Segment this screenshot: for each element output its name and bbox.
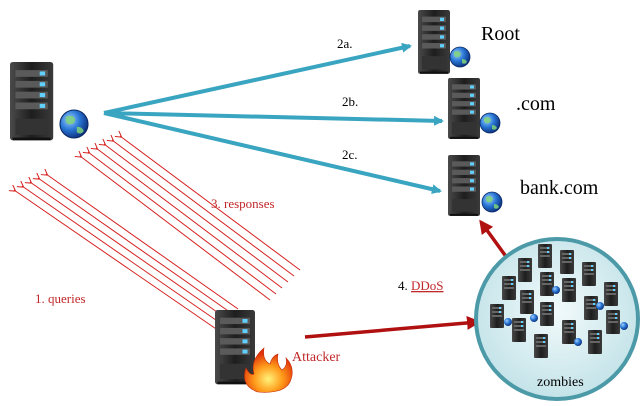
server-globe-icon xyxy=(10,62,89,141)
step-2a-arrow xyxy=(103,42,412,115)
zombies-label: zombies xyxy=(537,375,584,390)
zombies-cluster: zombies xyxy=(474,237,640,401)
bank-label: bank.com xyxy=(520,177,599,199)
step-4-label: 4. DDoS xyxy=(398,278,444,293)
com-label: .com xyxy=(516,93,556,115)
server-globe-icon xyxy=(448,78,501,139)
server-globe-icon xyxy=(448,155,503,216)
server-globe-icon xyxy=(418,10,471,74)
server-fire-icon xyxy=(215,310,293,393)
step-4-number: 4. xyxy=(398,278,411,293)
step-2a-label: 2a. xyxy=(337,36,353,51)
resolver-server xyxy=(10,62,89,141)
responses-lines xyxy=(80,136,301,301)
step-2c-arrow xyxy=(103,111,442,195)
root-server: Root xyxy=(418,10,520,74)
attacker-label: Attacker xyxy=(292,350,341,365)
attacker-server: Attacker xyxy=(215,310,341,393)
step-2b-label: 2b. xyxy=(342,94,358,109)
queries-lines xyxy=(14,174,239,334)
com-server: .com xyxy=(448,78,556,139)
server-cluster-icon xyxy=(490,244,628,358)
step-2c-label: 2c. xyxy=(342,147,358,162)
step-1-label: 1. queries xyxy=(35,291,86,306)
step-2b-arrow xyxy=(103,111,444,126)
step-3-label: 3. responses xyxy=(211,196,275,211)
root-label: Root xyxy=(481,23,520,45)
attack-arrow xyxy=(304,315,481,339)
step-4-word: DDoS xyxy=(411,278,444,293)
bank-server: bank.com xyxy=(448,155,599,216)
